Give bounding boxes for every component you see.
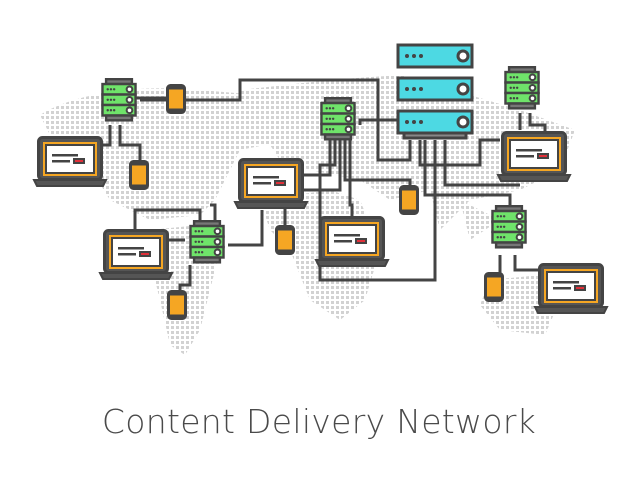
smartphone-icon [275,225,295,255]
laptop-icon [533,263,609,315]
edge-server-icon [319,97,357,141]
laptop-icon [314,216,390,268]
edge-server-icon [100,78,138,122]
smartphone-icon [167,290,187,320]
edge-server-icon [188,220,226,264]
laptop-icon [496,131,572,183]
illustration-title: Content Delivery Network [101,402,537,441]
edge-server-icon [490,205,528,249]
laptop-icon [32,136,108,188]
smartphone-icon [484,272,504,302]
laptop-icon [98,229,174,281]
edge-server-icon [503,66,541,110]
laptop-icon [233,158,309,210]
origin-server-icon [396,43,474,140]
smartphone-icon [129,160,149,190]
smartphone-icon [166,84,186,114]
smartphone-icon [399,185,419,215]
